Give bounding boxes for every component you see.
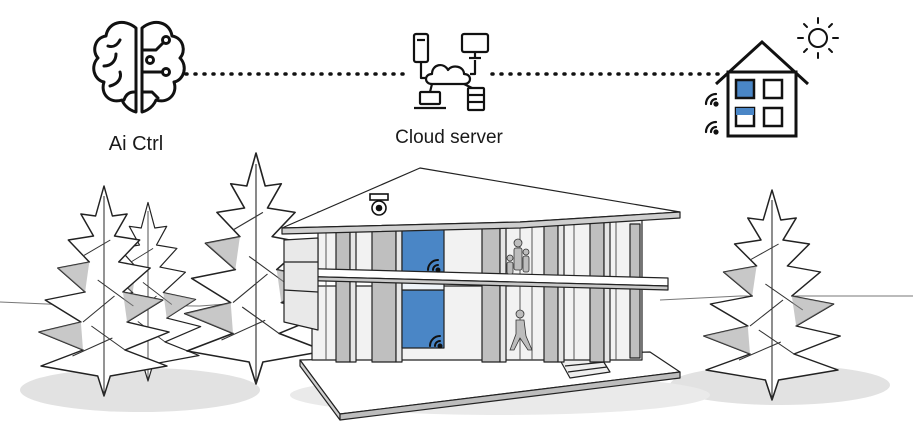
building bbox=[281, 167, 681, 421]
pine-tree bbox=[703, 189, 841, 401]
wifi-icon bbox=[427, 259, 443, 349]
smart-house-icon bbox=[714, 39, 810, 138]
people-figures bbox=[506, 238, 533, 351]
security-camera-icon bbox=[369, 193, 389, 216]
cloud-server-label: Cloud server bbox=[395, 127, 503, 148]
sun-icon bbox=[797, 17, 839, 59]
cloud-network-icon bbox=[412, 32, 490, 112]
ai-ctrl-label: Ai Ctrl bbox=[109, 133, 163, 155]
brain-circuit-icon bbox=[92, 20, 186, 114]
wifi-icon bbox=[704, 92, 719, 135]
